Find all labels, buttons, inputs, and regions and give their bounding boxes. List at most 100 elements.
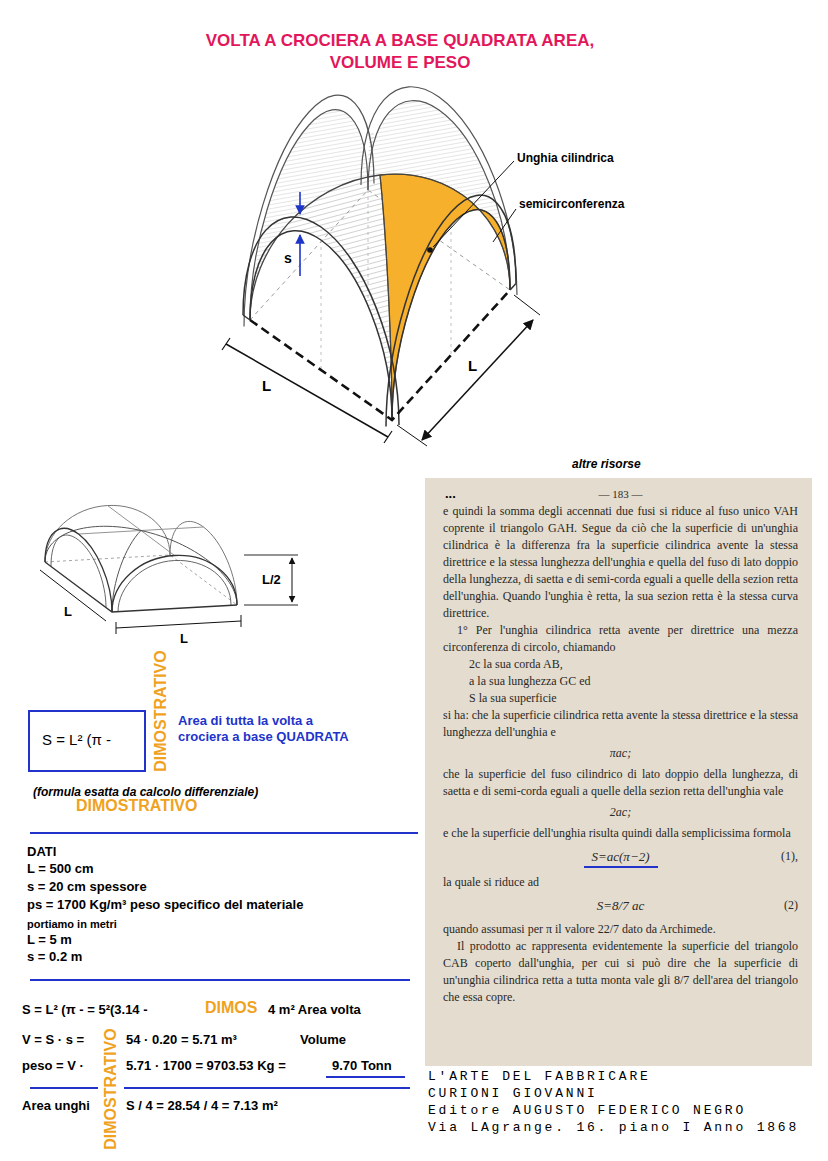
calc-line: Volume	[300, 1032, 346, 1048]
drawn-line	[514, 295, 540, 315]
drawn-shape	[51, 535, 106, 607]
drawn-shape	[361, 87, 517, 295]
calc-line: S = L² (π - = 5²(3.14 -	[22, 1002, 148, 1018]
drawn-line	[244, 555, 298, 556]
drawn-line	[299, 235, 301, 276]
drawn-shape	[250, 174, 510, 320]
drawn-line	[30, 1087, 98, 1089]
book-paragraph: a la sua lunghezza GC ed	[443, 673, 798, 690]
calc-line: 5.71 · 1700 = 9703.53 Kg =	[126, 1058, 286, 1074]
calc-result: 9.70 Tonn	[332, 1058, 392, 1074]
thickness-label: s	[284, 250, 292, 266]
drawn-line	[226, 344, 388, 437]
drawn-line	[243, 315, 250, 320]
calc-line: 54 · 0.20 = 5.71 m³	[126, 1032, 237, 1048]
data-line: s = 0.2 m	[27, 949, 82, 965]
drawn-shape	[112, 555, 237, 612]
source-credit: Via LAgrange. 16. piano I Anno 1868	[428, 1120, 799, 1135]
formula: πac;	[443, 745, 798, 762]
drawn-line	[397, 425, 427, 446]
drawn-shape	[386, 195, 516, 426]
drawn-shape	[250, 175, 392, 420]
watermark: DIMOSTRATIVO	[76, 798, 197, 814]
source-credit: L'ARTE DEL FABBRICARE	[428, 1069, 651, 1084]
cross-vault-drawing	[222, 87, 540, 446]
dimension-label: L	[468, 358, 477, 374]
source-credit: Editore AUGUSTO FEDERICO NEGRO	[428, 1103, 746, 1118]
drawn-shape	[141, 531, 237, 606]
dimension-label: L	[64, 604, 72, 620]
dimension-label: L/2	[262, 572, 281, 588]
drawn-line	[451, 225, 452, 355]
drawn-shape	[118, 560, 231, 612]
resources-note: altre risorse	[572, 456, 641, 472]
book-paragraph: si ha: che la superficie cilindrica rett…	[443, 707, 798, 741]
drawn-shape	[250, 231, 392, 420]
drawn-line	[30, 832, 418, 834]
drawn-shape	[170, 521, 237, 605]
drawn-line	[326, 1076, 405, 1078]
watermark: DIMOS	[205, 1000, 257, 1016]
calc-line: Area unghi	[22, 1098, 90, 1114]
ellipsis: ...	[445, 486, 456, 501]
drawn-line	[30, 979, 410, 981]
drawn-shape	[250, 110, 368, 320]
drawn-line	[433, 161, 514, 247]
drawn-shape	[392, 210, 510, 420]
drawn-line	[116, 622, 117, 634]
drawn-line	[222, 338, 230, 350]
drawn-line	[241, 615, 242, 627]
drawn-shape	[380, 174, 510, 420]
book-paragraph: quando assumasi per π il valore 22/7 dat…	[443, 921, 798, 938]
source-credit: CURIONI GIOVANNI	[428, 1086, 598, 1101]
formula: 2ac;	[443, 804, 798, 821]
watermark: DIMOSTRATIVO	[153, 650, 169, 771]
book-paragraph: e quindi la somma degli accennati due fu…	[443, 503, 798, 622]
formula: S=8/7 ac	[589, 897, 652, 915]
book-paragraph: Il prodotto ac rappresenta evidentemente…	[443, 938, 798, 1006]
watermark: DIMOSTRATIVO	[103, 1028, 119, 1149]
book-paragraph: S la sua superficie	[443, 690, 798, 707]
book-paragraph: 1° Per l'unghia cilindrica retta avente …	[443, 622, 798, 656]
data-line: portiamo in metri	[27, 916, 117, 932]
drawn-shape	[45, 562, 237, 612]
drawn-line	[244, 605, 298, 606]
formula-note: Area di tutta la volta a crociera a base…	[178, 713, 353, 745]
book-page: ...— 183 —e quindi la somma degli accenn…	[425, 478, 812, 1066]
drawn-line	[116, 621, 241, 628]
drawn-line	[292, 558, 293, 602]
drawn-line	[422, 320, 533, 440]
data-line: L = 5 m	[27, 932, 72, 948]
formula-row: S=8/7 ac (2)	[443, 897, 798, 915]
callout-label: semicirconferenza	[519, 196, 624, 212]
dimension-label: L	[262, 378, 271, 394]
equation-number: (2)	[784, 897, 798, 914]
formula-box: S = L² (π -	[28, 710, 146, 772]
book-paragraph: la quale si riduce ad	[443, 874, 798, 891]
formula: S=ac(π−2)	[584, 848, 658, 868]
callout-label: Unghia cilindrica	[517, 150, 614, 166]
data-line: L = 500 cm	[27, 861, 94, 877]
data-line: ps = 1700 Kg/m³ peso specifico del mater…	[27, 897, 303, 913]
drawn-line	[40, 570, 106, 621]
drawn-shape	[244, 95, 374, 326]
drawn-shape	[45, 505, 170, 562]
page-header-row: ...— 183 —	[443, 486, 798, 503]
page-title: VOLTA A CROCIERA A BASE QUADRATA AREA, V…	[205, 30, 595, 74]
drawn-line	[493, 209, 516, 242]
calc-line: 4 m² Area volta	[268, 1002, 361, 1018]
drawn-line	[321, 240, 322, 370]
calc-line: S / 4 = 28.54 / 4 = 7.13 m²	[126, 1098, 278, 1114]
book-paragraph: 2c la sua corda AB,	[443, 656, 798, 673]
drawn-shape	[243, 217, 399, 425]
barrel-vaults-sketch	[40, 505, 298, 634]
equation-number: (1),	[781, 848, 798, 865]
drawn-line	[124, 1087, 410, 1089]
drawn-shape	[112, 531, 141, 613]
page-number: — 183 —	[443, 486, 798, 503]
data-heading: DATI	[27, 844, 56, 860]
drawn-shape	[45, 526, 141, 562]
drawn-shape	[250, 290, 510, 420]
data-line: s = 20 cm spessore	[27, 879, 147, 895]
formula-text: S = L² (π -	[42, 731, 111, 749]
